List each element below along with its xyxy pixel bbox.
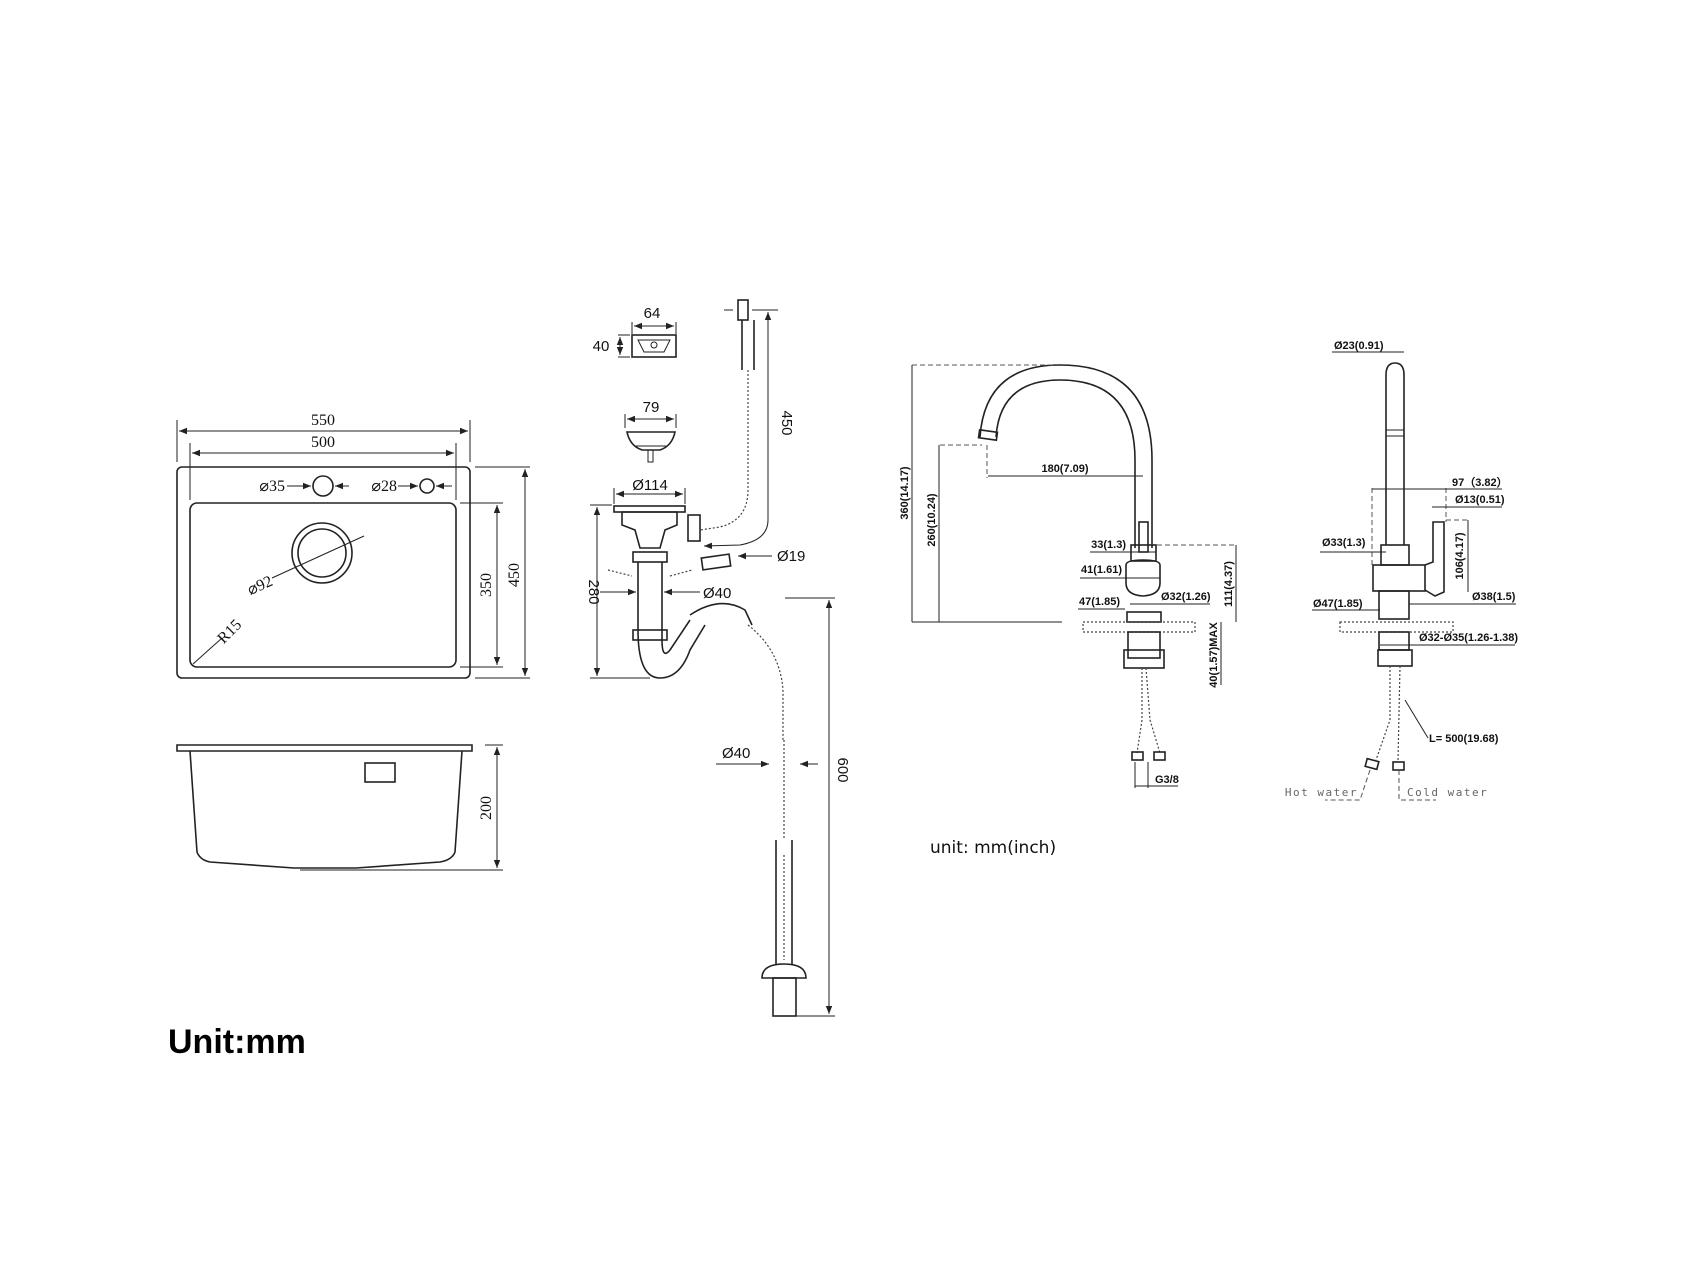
dim-overflow-hose: 450 bbox=[778, 410, 795, 435]
overflow-slot bbox=[364, 762, 396, 783]
sink-bowl-profile bbox=[189, 750, 463, 869]
faucet-hole-35 bbox=[312, 475, 334, 497]
drain-outer-ring bbox=[291, 522, 353, 584]
sink-rim bbox=[176, 744, 473, 752]
sink-outer-outline bbox=[176, 466, 471, 679]
dim-flange: Ø114 bbox=[632, 477, 668, 494]
branch-inlets bbox=[607, 569, 693, 577]
handle-lever bbox=[1138, 521, 1149, 553]
dim-thread: G3/8 bbox=[1155, 774, 1179, 786]
dim-23: Ø23(0.91) bbox=[1334, 340, 1384, 352]
drain-inner-ring bbox=[297, 528, 347, 578]
side-supply-hoses bbox=[1375, 665, 1401, 761]
dim-33: 33(1.3) bbox=[1091, 539, 1126, 551]
hose-connector bbox=[700, 553, 732, 571]
dim-hose-connector: Ø19 bbox=[777, 548, 805, 565]
dim-106: 106(4.17) bbox=[1454, 532, 1466, 579]
dim-height-outer: 450 bbox=[506, 563, 523, 587]
sink-side-view: 200 bbox=[176, 744, 503, 871]
dim-outlet: Ø40 bbox=[722, 745, 750, 762]
spout-inner bbox=[995, 379, 1136, 548]
unit-label: Unit:mm bbox=[168, 1023, 306, 1061]
supply-hoses bbox=[1136, 667, 1161, 754]
dim-width-inner: 500 bbox=[311, 434, 335, 451]
sink-top-view: 550 500 ⌀35 ⌀28 ⌀92 R15 350 450 bbox=[176, 412, 530, 679]
outlet-cap bbox=[761, 963, 807, 979]
faucet-hole-28 bbox=[419, 478, 435, 494]
dim-47-side: Ø47(1.85) bbox=[1313, 598, 1363, 610]
dim-pipe: Ø40 bbox=[703, 585, 731, 602]
dim-total-height: 360(14.17) bbox=[899, 466, 911, 520]
dim-32: Ø32(1.26) bbox=[1161, 591, 1211, 603]
dim-total-height-label: 180(7.09) bbox=[1041, 463, 1088, 475]
faucet-front-view: 180(7.09) 360(14.17) 260(10.24) 33(1.3) … bbox=[899, 364, 1237, 788]
outlet-hose bbox=[747, 624, 784, 740]
cold-water-label: Cold water bbox=[1407, 786, 1488, 799]
drain-flange bbox=[613, 505, 686, 513]
dim-mount-hole: Ø32-Ø35(1.26-1.38) bbox=[1419, 632, 1518, 644]
deck-section bbox=[1082, 621, 1196, 633]
dim-47: 47(1.85) bbox=[1079, 596, 1120, 608]
dim-overflow-height: 40 bbox=[593, 338, 610, 355]
dim-strainer: 79 bbox=[643, 399, 660, 416]
dim-41: 41(1.61) bbox=[1081, 564, 1122, 576]
dim-width-outer: 550 bbox=[311, 412, 335, 429]
overflow-cover bbox=[631, 334, 677, 358]
dim-outlet-length: 600 bbox=[834, 757, 851, 782]
dim-13: Ø13(0.51) bbox=[1455, 494, 1505, 506]
faucet-side-view: Ø23(0.91) 97（3.82） Ø13(0.51) 106(4.17) Ø… bbox=[1285, 340, 1518, 801]
dim-deck-max: 40(1.57)MAX bbox=[1208, 622, 1220, 688]
dim-drain-92: ⌀92 bbox=[245, 573, 275, 599]
overflow-head bbox=[737, 299, 749, 321]
side-deck-section bbox=[1339, 621, 1454, 633]
dim-spout-height: 260(10.24) bbox=[926, 493, 938, 547]
drain-kit: 64 40 79 450 Ø114 Ø19 bbox=[585, 299, 851, 1017]
overflow-hose bbox=[699, 370, 749, 531]
dim-38: Ø38(1.5) bbox=[1472, 591, 1516, 603]
dim-33-side: Ø33(1.3) bbox=[1322, 537, 1366, 549]
strainer-basket bbox=[626, 431, 676, 451]
faucet-body bbox=[1125, 559, 1161, 597]
dim-depth: 200 bbox=[478, 796, 495, 820]
dim-97: 97（3.82） bbox=[1452, 476, 1508, 489]
spout-outer bbox=[979, 364, 1153, 548]
hot-water-label: Hot water bbox=[1285, 786, 1358, 799]
dim-radius: R15 bbox=[214, 616, 245, 647]
dim-height-inner: 350 bbox=[478, 573, 495, 597]
side-spout bbox=[1385, 362, 1405, 545]
side-body bbox=[1372, 564, 1426, 592]
sink-bowl-outline bbox=[189, 502, 457, 668]
dim-hose-length: L= 500(19.68) bbox=[1429, 733, 1499, 745]
dim-hole-35: ⌀35 bbox=[259, 478, 285, 495]
dim-trap-height: 280 bbox=[585, 579, 602, 604]
dim-body-height: 111(4.37) bbox=[1223, 561, 1235, 607]
dim-overflow-width: 64 bbox=[644, 305, 661, 322]
unit-mm-inch-label: unit: mm(inch) bbox=[930, 838, 1056, 858]
dim-hole-28: ⌀28 bbox=[371, 478, 397, 495]
